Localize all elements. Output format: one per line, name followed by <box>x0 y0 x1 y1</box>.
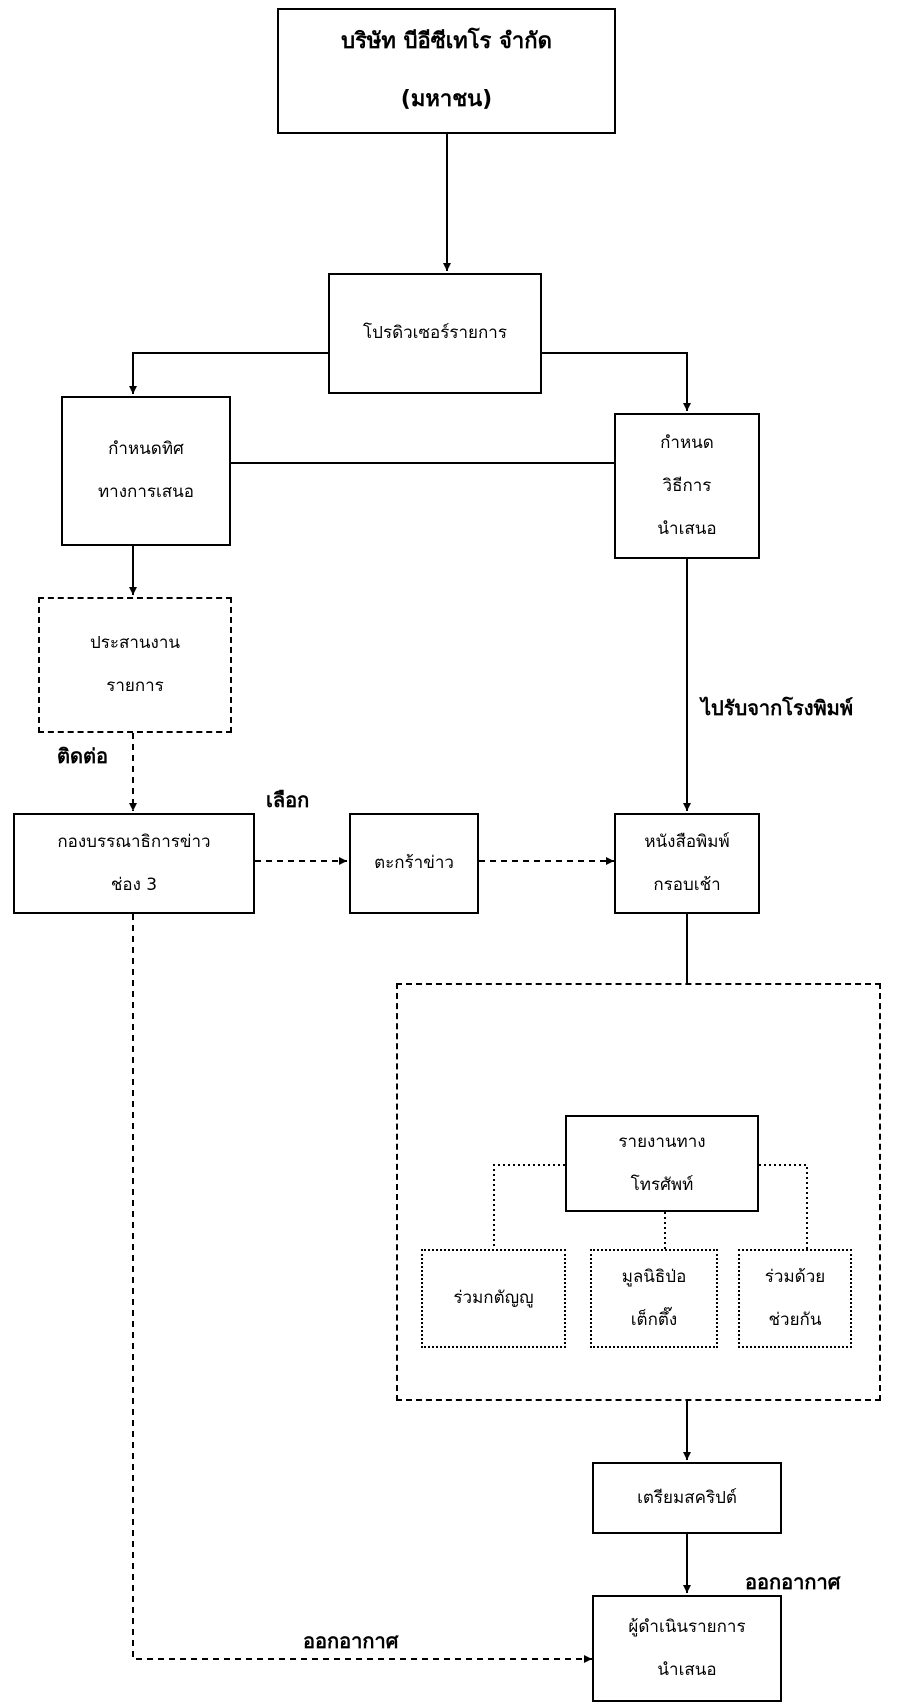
script-line-1: เตรียมสคริปต์ <box>637 1487 737 1508</box>
coordinator-line-2: รายการ <box>106 676 164 696</box>
phone-report-node: รายงานทาง โทรศัพท์ <box>565 1115 759 1212</box>
ruamkatanyu-node: ร่วมกตัญญู <box>421 1249 566 1348</box>
method-line-1: กำหนด <box>660 432 714 453</box>
foundation-node: มูลนิธิป่อ เต็กตึ๊ง <box>590 1249 718 1348</box>
basket-line-1: ตะกร้าข่าว <box>374 853 454 873</box>
direction-line-1: กำหนดทิศ <box>108 439 184 459</box>
edge-phone-ruamkatanyu <box>493 1164 565 1249</box>
newspaper-line-1: หนังสือพิมพ์ <box>644 831 730 852</box>
method-line-2: วิธีการ <box>662 475 712 496</box>
phone-line-2: โทรศัพท์ <box>630 1174 694 1195</box>
label-print: ไปรับจากโรงพิมพ์ <box>701 696 854 720</box>
method-node: กำหนด วิธีการ นำเสนอ <box>614 413 760 559</box>
company-line-1: บริษัท บีอีซีเทโร จำกัด <box>341 29 552 54</box>
host-line-1: ผู้ดำเนินรายการ <box>628 1616 746 1637</box>
basket-node: ตะกร้าข่าว <box>349 813 479 914</box>
edge-newsroom-host <box>132 914 592 1663</box>
label-contact: ติดต่อ <box>57 744 108 768</box>
ruamduay-line-1: ร่วมด้วย <box>764 1266 826 1287</box>
newsroom-node: กองบรรณาธิการข่าว ช่อง 3 <box>13 813 255 914</box>
producer-node: โปรดิวเซอร์รายการ <box>328 273 542 394</box>
label-select: เลือก <box>266 788 310 812</box>
coordinator-node: ประสานงาน รายการ <box>38 597 232 733</box>
ruamduay-node: ร่วมด้วย ช่วยกัน <box>738 1249 852 1348</box>
ruamduay-line-2: ช่วยกัน <box>768 1309 822 1330</box>
edge-producer-method <box>542 352 691 411</box>
edge-phone-ruamduay <box>759 1164 808 1249</box>
ruamkatanyu-line-1: ร่วมกตัญญู <box>453 1288 534 1308</box>
sources-group <box>396 983 881 1401</box>
company-node: บริษัท บีอีซีเทโร จำกัด (มหาชน) <box>277 8 616 134</box>
coordinator-line-1: ประสานงาน <box>89 633 181 653</box>
phone-line-1: รายงานทาง <box>618 1131 706 1152</box>
host-node: ผู้ดำเนินรายการ นำเสนอ <box>592 1595 782 1702</box>
label-on-air-right: ออกอากาศ <box>745 1570 841 1594</box>
company-line-2: (มหาชน) <box>400 87 493 112</box>
newsroom-line-2: ช่อง 3 <box>110 874 158 895</box>
edge-producer-direction <box>129 352 328 394</box>
direction-node: กำหนดทิศ ทางการเสนอ <box>61 396 231 546</box>
producer-line-1: โปรดิวเซอร์รายการ <box>363 323 507 343</box>
newspaper-line-2: กรอบเช้า <box>653 874 721 895</box>
direction-line-2: ทางการเสนอ <box>97 482 195 502</box>
newsroom-line-1: กองบรรณาธิการข่าว <box>57 831 211 852</box>
newspaper-node: หนังสือพิมพ์ กรอบเช้า <box>614 813 760 914</box>
script-node: เตรียมสคริปต์ <box>592 1462 782 1534</box>
label-on-air-bottom: ออกอากาศ <box>303 1629 399 1653</box>
host-line-2: นำเสนอ <box>657 1659 717 1680</box>
method-line-3: นำเสนอ <box>657 518 717 539</box>
foundation-line-2: เต็กตึ๊ง <box>630 1309 678 1330</box>
foundation-line-1: มูลนิธิป่อ <box>621 1266 687 1287</box>
